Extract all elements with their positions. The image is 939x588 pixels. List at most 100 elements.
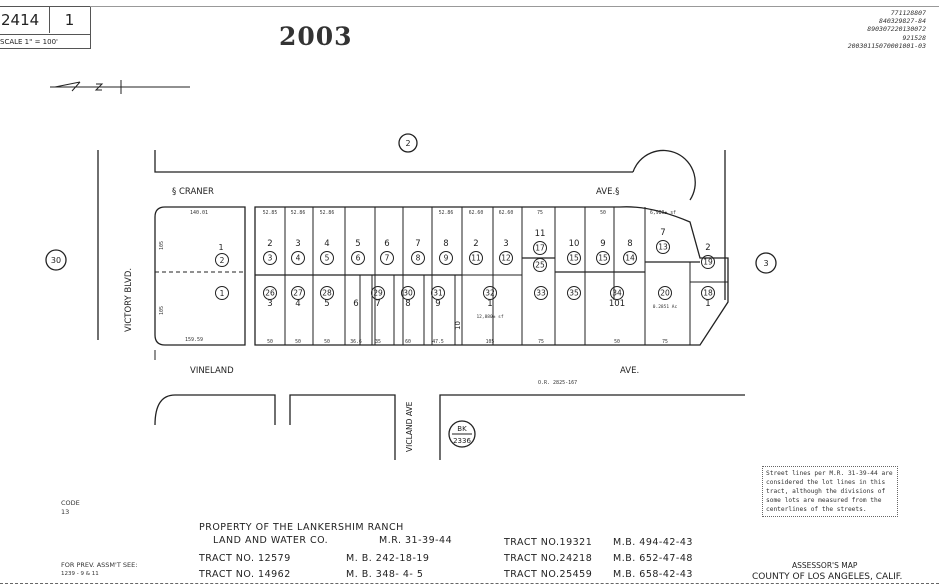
property-line-1: PROPERTY OF THE LANKERSHIM RANCH [199, 522, 404, 533]
street-line [154, 150, 633, 173]
parcel-number: 20 [660, 289, 670, 298]
property-mr: M.R. 31-39-44 [379, 535, 453, 546]
parcel-circle [499, 251, 513, 265]
map-scale: SCALE 1" = 100' [0, 34, 90, 49]
parcel-circle [469, 251, 483, 265]
lot-number: 1 [218, 243, 223, 252]
parcel-circle [263, 251, 277, 265]
parcel-circle [596, 251, 610, 265]
parcel-circle [431, 286, 445, 300]
area-label: 0.2851 Ac [653, 304, 678, 310]
tract-number: TRACT NO.24218 [504, 553, 593, 564]
parcel-circle [533, 241, 547, 255]
map-book-number: 2414 [0, 7, 50, 33]
adjacent-page-circle [755, 252, 777, 274]
parcel-circle [439, 251, 453, 265]
map-book-page-box: 2414 1 SCALE 1" = 100' [0, 6, 91, 49]
parcel-circle [701, 255, 715, 269]
parcel-circle [371, 286, 385, 300]
dimension: 36.6 [350, 339, 362, 345]
street-label-victory: VICTORY BLVD. [124, 268, 134, 332]
lot-number: 9 [435, 299, 440, 309]
tract-map-book: M.B. 494-42-43 [613, 537, 693, 548]
reference-id: 840329827-84 [879, 17, 926, 26]
lot-number: 7 [660, 228, 665, 238]
lot-number: 11 [535, 229, 546, 239]
block-main [254, 206, 729, 346]
parcel-circle [483, 286, 497, 300]
reference-id: 20030115070001001-03 [847, 41, 926, 50]
parcel-number: 25 [535, 261, 545, 270]
parcel-circle [701, 286, 715, 300]
dimension: 140.01 [190, 210, 208, 216]
dimension: 50 [324, 339, 330, 345]
parcel-number: 7 [385, 254, 390, 263]
property-line-2: LAND AND WATER CO. [213, 535, 329, 546]
parcel-number: 34 [612, 289, 622, 298]
prev-assessment-value: 1239 - 9 & 11 [61, 571, 99, 577]
parcel-number: 28 [322, 289, 332, 298]
parcel-number: 30 [403, 289, 413, 298]
tract-map-book: M. B. 242-18-19 [346, 553, 430, 564]
dimension: 105 [159, 241, 165, 250]
parcel-number: 13 [658, 243, 668, 252]
dimension: 60 [405, 339, 411, 345]
dimension: 105 [159, 306, 165, 315]
parcel-number: 32 [485, 289, 495, 298]
street-lines-note: Street lines per M.R. 31-39-44 are consi… [762, 466, 898, 517]
footer-line-2: COUNTY OF LOS ANGELES, CALIF. [752, 572, 903, 582]
map-year: 2003 [279, 22, 353, 51]
parcel-circle [567, 251, 581, 265]
adjacent-page-circle [45, 249, 67, 271]
parcel-number: 19 [703, 258, 713, 267]
lot-number: 2 [473, 239, 478, 249]
dimension: 52.85 [263, 210, 278, 216]
dimension: 75 [538, 339, 544, 345]
dimension: 159.59 [185, 337, 203, 343]
parcel-number: 26 [265, 289, 275, 298]
parcel-circle [411, 251, 425, 265]
dimension: 47.5 [432, 339, 444, 345]
lot-number: 1 [487, 299, 492, 309]
tract-map-book: M.B. 658-42-43 [613, 569, 693, 580]
cul-de-sac [632, 149, 696, 201]
adjacent-page-left: 30 [51, 256, 61, 265]
book-ref-circle [448, 420, 476, 448]
parcel-circle [533, 258, 547, 272]
parcel-circle [623, 251, 637, 265]
prev-assessment-label: FOR PREV. ASSM'T SEE: [61, 561, 138, 569]
reference-id: 921528 [902, 33, 926, 42]
lot-number: 7 [415, 239, 420, 249]
reference-id: 890307220130072 [867, 25, 926, 34]
parcel-circle [351, 251, 365, 265]
parcel-number: 14 [625, 254, 635, 263]
parcel-number: 5 [325, 254, 330, 263]
lot-number: 4 [324, 239, 329, 249]
tract-number: TRACT NO. 12579 [199, 553, 291, 564]
lot-number: 3 [503, 239, 508, 249]
parcel-number: 9 [444, 254, 449, 263]
top-border [90, 6, 939, 7]
parcel-number: 29 [373, 289, 383, 298]
dimension: 50 [295, 339, 301, 345]
street-line [289, 394, 396, 460]
dimension: 62.60 [499, 210, 514, 216]
lot-number: 8 [405, 299, 410, 309]
parcel-number: 18 [703, 289, 713, 298]
dimension: 35 [375, 339, 381, 345]
street-label-vicland: VICLAND AVE [405, 401, 414, 452]
parcel-circle [263, 286, 277, 300]
tract-number: TRACT NO. 14962 [199, 569, 291, 580]
lot-number: 3 [267, 299, 272, 309]
lot-number: 2 [705, 243, 710, 253]
parcel-circle [401, 286, 415, 300]
parcel-circle [291, 286, 305, 300]
parcel-number: 6 [356, 254, 361, 263]
street-label-craner-ave: AVE.§ [596, 187, 619, 197]
code-value: 13 [61, 508, 70, 516]
parcel-number: 35 [569, 289, 579, 298]
dimension: 75 [537, 210, 543, 216]
street-line [154, 394, 276, 426]
parcel-circle [380, 251, 394, 265]
